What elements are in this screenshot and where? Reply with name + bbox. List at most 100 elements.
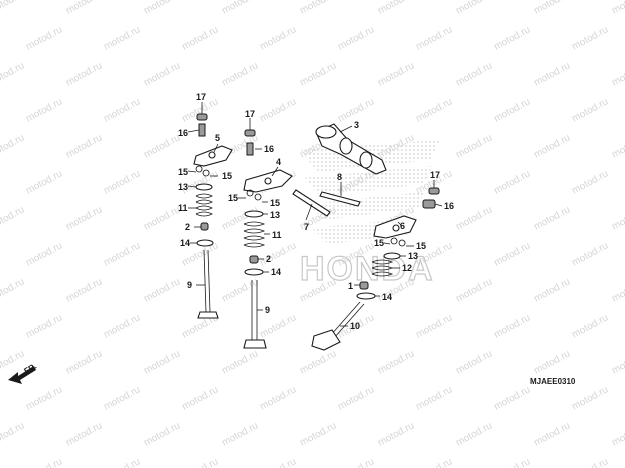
- watermark-text: motod.ru: [24, 96, 64, 124]
- watermark-text: motod.ru: [142, 132, 182, 160]
- watermark-text: motod.ru: [180, 456, 220, 468]
- watermark-text: motod.ru: [532, 204, 572, 232]
- callout-c7: 7: [304, 222, 309, 232]
- watermark-text: motod.ru: [102, 384, 142, 412]
- watermark-text: motod.ru: [102, 168, 142, 196]
- watermark-text: motod.ru: [492, 96, 532, 124]
- watermark-text: motod.ru: [0, 0, 26, 17]
- watermark-text: motod.ru: [532, 132, 572, 160]
- watermark-text: motod.ru: [24, 168, 64, 196]
- watermark-text: motod.ru: [570, 312, 610, 340]
- watermark-text: motod.ru: [142, 204, 182, 232]
- callout-c10: 10: [350, 321, 360, 331]
- callout-c14b: 14: [271, 267, 281, 277]
- watermark-text: motod.ru: [570, 96, 610, 124]
- watermark-text: motod.ru: [492, 24, 532, 52]
- callout-c5: 5: [215, 133, 220, 143]
- watermark-text: motod.ru: [258, 24, 298, 52]
- callout-c15f: 15: [416, 241, 426, 251]
- callout-c9b: 9: [265, 305, 270, 315]
- watermark-text: motod.ru: [298, 348, 338, 376]
- watermark-text: motod.ru: [570, 384, 610, 412]
- watermark-text: motod.ru: [376, 60, 416, 88]
- callout-c9a: 9: [187, 280, 192, 290]
- watermark-text: motod.ru: [0, 348, 26, 376]
- reference-code: MJAEE0310: [530, 377, 576, 386]
- watermark-text: motod.ru: [414, 384, 454, 412]
- watermark-text: motod.ru: [454, 60, 494, 88]
- watermark-text: motod.ru: [610, 0, 625, 17]
- watermark-text: motod.ru: [142, 0, 182, 17]
- watermark-text: motod.ru: [24, 24, 64, 52]
- watermark-text: motod.ru: [610, 204, 625, 232]
- watermark-text: motod.ru: [220, 276, 260, 304]
- watermark-text: motod.ru: [454, 132, 494, 160]
- watermark-text: motod.ru: [64, 276, 104, 304]
- callout-c6: 6: [400, 221, 405, 231]
- callout-c4: 4: [276, 157, 281, 167]
- watermark-text: motod.ru: [64, 420, 104, 448]
- watermark-text: motod.ru: [142, 60, 182, 88]
- callout-c8: 8: [337, 172, 342, 182]
- watermark-text: motod.ru: [610, 420, 625, 448]
- watermark-text: motod.ru: [336, 384, 376, 412]
- watermark-text: motod.ru: [298, 60, 338, 88]
- watermark-text: motod.ru: [64, 204, 104, 232]
- watermark-text: motod.ru: [64, 60, 104, 88]
- watermark-text: motod.ru: [142, 348, 182, 376]
- watermark-text: motod.ru: [454, 204, 494, 232]
- callout-c11a: 11: [178, 203, 188, 213]
- watermark-text: motod.ru: [64, 0, 104, 17]
- watermark-text: motod.ru: [610, 60, 625, 88]
- callout-c16a: 16: [178, 128, 188, 138]
- watermark-text: motod.ru: [570, 240, 610, 268]
- watermark-text: motod.ru: [610, 276, 625, 304]
- watermark-text: motod.ru: [532, 276, 572, 304]
- watermark-text: motod.ru: [492, 240, 532, 268]
- callout-c3: 3: [354, 120, 359, 130]
- callout-c15d: 15: [270, 198, 280, 208]
- watermark-text: motod.ru: [0, 60, 26, 88]
- watermark-text: motod.ru: [492, 312, 532, 340]
- watermark-text: motod.ru: [0, 420, 26, 448]
- watermark-text: motod.ru: [102, 456, 142, 468]
- callout-c2b: 2: [266, 254, 271, 264]
- left-valve-assembly: [193, 113, 233, 319]
- watermark-text: motod.ru: [532, 0, 572, 17]
- watermark-text: motod.ru: [24, 384, 64, 412]
- watermark-text: motod.ru: [102, 24, 142, 52]
- watermark-text: motod.ru: [220, 420, 260, 448]
- watermark-text: motod.ru: [570, 168, 610, 196]
- callout-c1: 1: [348, 281, 353, 291]
- watermark-text: motod.ru: [102, 312, 142, 340]
- callout-c16b: 16: [264, 144, 274, 154]
- watermark-text: motod.ru: [220, 204, 260, 232]
- callout-c17c: 17: [430, 170, 440, 180]
- callout-c16c: 16: [444, 201, 454, 211]
- watermark-text: motod.ru: [180, 384, 220, 412]
- watermark-text: motod.ru: [532, 420, 572, 448]
- watermark-text: motod.ru: [376, 420, 416, 448]
- watermark-text: motod.ru: [258, 456, 298, 468]
- watermark-text: motod.ru: [24, 456, 64, 468]
- watermark-text: motod.ru: [298, 420, 338, 448]
- watermark-text: motod.ru: [24, 240, 64, 268]
- watermark-text: motod.ru: [102, 240, 142, 268]
- front-arrow-icon: [8, 366, 36, 384]
- watermark-text: motod.ru: [570, 456, 610, 468]
- camshaft-group: [292, 123, 387, 217]
- callout-c14a: 14: [180, 238, 190, 248]
- watermark-text: motod.ru: [298, 0, 338, 17]
- callout-c14c: 14: [382, 292, 392, 302]
- watermark-text: motod.ru: [376, 348, 416, 376]
- watermark-text: motod.ru: [0, 132, 26, 160]
- watermark-text: motod.ru: [0, 204, 26, 232]
- callout-c11b: 11: [272, 230, 282, 240]
- callout-c13a: 13: [178, 182, 188, 192]
- watermark-text: motod.ru: [258, 312, 298, 340]
- watermark-text: motod.ru: [142, 276, 182, 304]
- watermark-text: motod.ru: [220, 60, 260, 88]
- watermark-text: motod.ru: [414, 24, 454, 52]
